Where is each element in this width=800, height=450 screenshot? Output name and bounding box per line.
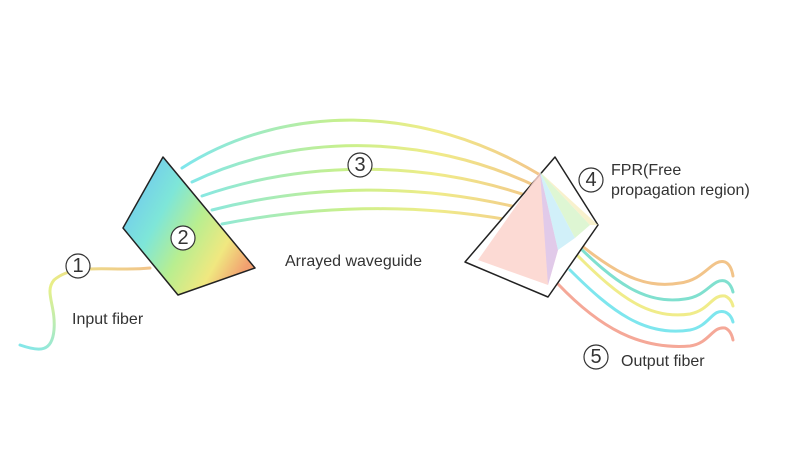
output-fibers bbox=[556, 226, 735, 348]
fpr-label-line1: FPR(Free bbox=[611, 162, 681, 179]
marker-5: 5 bbox=[583, 344, 609, 370]
svg-text:4: 4 bbox=[585, 169, 596, 191]
svg-text:5: 5 bbox=[590, 346, 601, 368]
input-fiber-label: Input fiber bbox=[72, 311, 144, 328]
svg-text:2: 2 bbox=[177, 227, 188, 249]
marker-3: 3 bbox=[347, 152, 373, 178]
grating-block bbox=[122, 156, 256, 296]
marker-4: 4 bbox=[578, 167, 604, 193]
output-fiber-label: Output fiber bbox=[621, 353, 705, 370]
arrayed-waveguide-label: Arrayed waveguide bbox=[285, 253, 422, 270]
fpr-block bbox=[464, 156, 599, 298]
marker-2: 2 bbox=[170, 225, 196, 251]
svg-text:3: 3 bbox=[354, 154, 365, 176]
marker-1: 1 bbox=[65, 253, 91, 279]
fpr-label-line2: propagation region) bbox=[611, 182, 750, 199]
input-fiber bbox=[18, 266, 152, 351]
svg-text:1: 1 bbox=[72, 255, 83, 277]
